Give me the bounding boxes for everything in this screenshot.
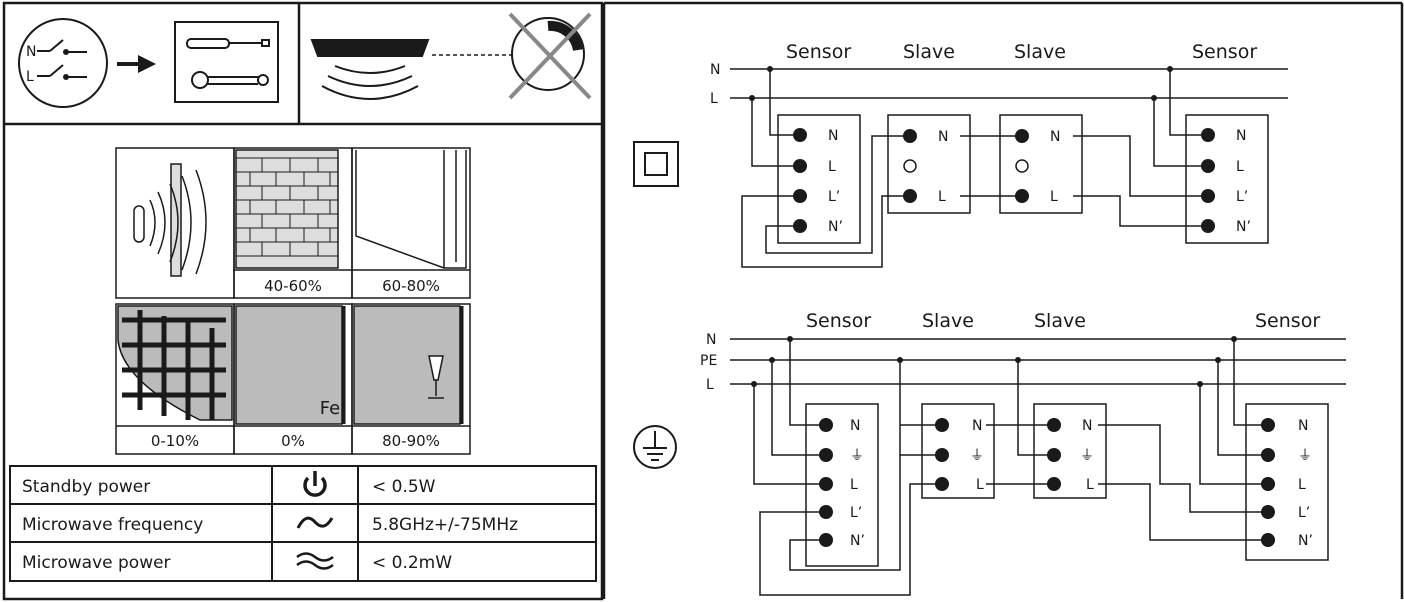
device-header: Sensor [1192, 41, 1257, 63]
top-line-n: N [710, 62, 720, 78]
sine-wave-icon [296, 516, 334, 529]
material-label-metal: 0% [281, 432, 305, 450]
terminal-label: L [1050, 189, 1058, 205]
top-line-l: L [710, 91, 718, 107]
terminal-label: ⏚ [850, 448, 864, 464]
device-header: Slave [922, 310, 974, 332]
wiring-bottom [730, 338, 1346, 596]
class-ii-double-insulation-icon [633, 141, 679, 187]
protective-earth-icon [633, 425, 677, 469]
no-dimmer-icon [508, 12, 592, 100]
terminal-label: L’ [1298, 505, 1310, 521]
left-panel-frame [2, 1, 604, 601]
arrow-icon [117, 55, 156, 73]
device-header: Slave [903, 41, 955, 63]
specs-table [9, 465, 597, 582]
terminal-label: N [828, 128, 838, 144]
material-label-brick: 40-60% [264, 277, 322, 295]
bottom-line-l: L [706, 377, 714, 393]
switch-off-icon: N L [18, 18, 108, 108]
device-header: Sensor [786, 41, 851, 63]
spec-value: < 0.5W [372, 477, 436, 497]
double-wave-icon [296, 552, 334, 570]
spec-label: Microwave power [22, 553, 171, 573]
device-header: Slave [1034, 310, 1086, 332]
device-header: Slave [1014, 41, 1066, 63]
terminal-label: ⏚ [1298, 448, 1312, 464]
device-header: Sensor [806, 310, 871, 332]
terminal-label: N’ [850, 533, 865, 549]
material-label-glass: 80-90% [382, 432, 440, 450]
spec-label: Standby power [22, 477, 150, 497]
terminal-label: N [1050, 129, 1060, 145]
terminal-label: N [972, 418, 982, 434]
wiring-bottom-dots [751, 336, 1275, 547]
svg-text:N: N [26, 44, 36, 60]
terminal-label: L [976, 477, 984, 493]
terminal-label: N [850, 418, 860, 434]
terminal-label: ⏚ [1080, 448, 1094, 464]
bottom-line-n: N [706, 332, 716, 348]
materials-grid [115, 147, 471, 455]
terminal-label: L [1086, 477, 1094, 493]
terminal-label: L’ [828, 189, 840, 205]
spec-value: < 0.2mW [372, 553, 452, 573]
terminal-label: L [938, 189, 946, 205]
fe-label: Fe [320, 398, 340, 419]
material-labels: 40-60% 60-80% 0-10% 0% 80-90% Fe [151, 277, 440, 450]
tools-icon [174, 21, 279, 103]
terminal-label: N [1298, 418, 1308, 434]
power-icon [303, 471, 327, 497]
terminal-label: L [1298, 477, 1306, 493]
terminal-label: N [1082, 418, 1092, 434]
terminal-label: N [1236, 128, 1246, 144]
terminal-label: N’ [1298, 533, 1313, 549]
terminal-label: L [850, 477, 858, 493]
svg-text:L: L [26, 69, 34, 85]
terminal-label: L [1236, 159, 1244, 175]
terminal-label: L’ [1236, 189, 1248, 205]
terminal-label: N’ [828, 219, 843, 235]
terminal-label: ⏚ [970, 448, 984, 464]
spec-label: Microwave frequency [22, 515, 203, 535]
wiring-top [730, 68, 1288, 268]
material-label-wood: 60-80% [382, 277, 440, 295]
spec-value: 5.8GHz+/-75MHz [372, 515, 518, 535]
terminal-label: N’ [1236, 219, 1251, 235]
terminal-label: N [938, 129, 948, 145]
device-header: Sensor [1255, 310, 1320, 332]
bottom-line-pe: PE [700, 353, 717, 369]
wiring-top-dots [749, 66, 1215, 233]
terminal-label: L’ [850, 505, 862, 521]
terminal-label: L [828, 159, 836, 175]
material-label-concrete: 0-10% [151, 432, 199, 450]
sensor-detection-icon [310, 39, 512, 100]
